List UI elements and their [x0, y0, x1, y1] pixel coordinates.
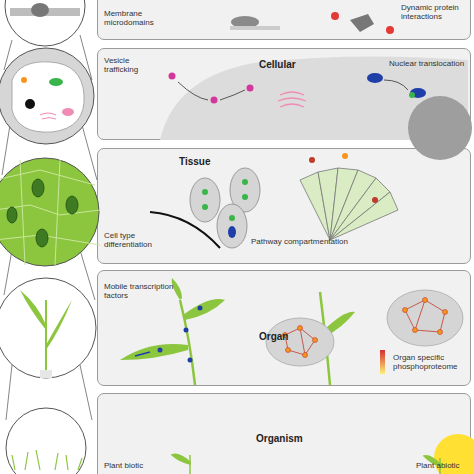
process-label: Nuclear translocation [389, 59, 465, 68]
scale-title: Tissue [179, 156, 259, 167]
process-label: Plant biotic [104, 461, 174, 470]
scale-title: Organ [259, 331, 339, 342]
process-label: Cell type differentiation [104, 231, 174, 249]
scale-title: Cellular [259, 59, 339, 70]
process-label: Pathway compartmentation [251, 237, 351, 246]
scale-panel: TissueCell type differentiation Pathway c… [97, 148, 471, 264]
process-label: Membrane microdomains [104, 9, 174, 27]
scale-title: Organism [256, 433, 346, 444]
scale-panel: OrganismPlant biotic Plant abiotic [97, 393, 471, 474]
process-label: Vesicle trafficking [104, 56, 162, 74]
scale-panel: Cellular Vesicle trafficking Nuclear trans… [97, 48, 471, 140]
process-label: Dynamic protein interactions [401, 3, 469, 21]
process-label: Organ specific phosphoproteome [393, 353, 469, 371]
process-label: Mobile transcription factors [104, 282, 190, 300]
scale-panel: Organ Mobile transcription factorsOrgan s… [97, 270, 471, 386]
scale-panel: Membrane microdomains Dynamic protein int… [97, 0, 471, 40]
process-label: Plant abiotic [416, 461, 474, 470]
